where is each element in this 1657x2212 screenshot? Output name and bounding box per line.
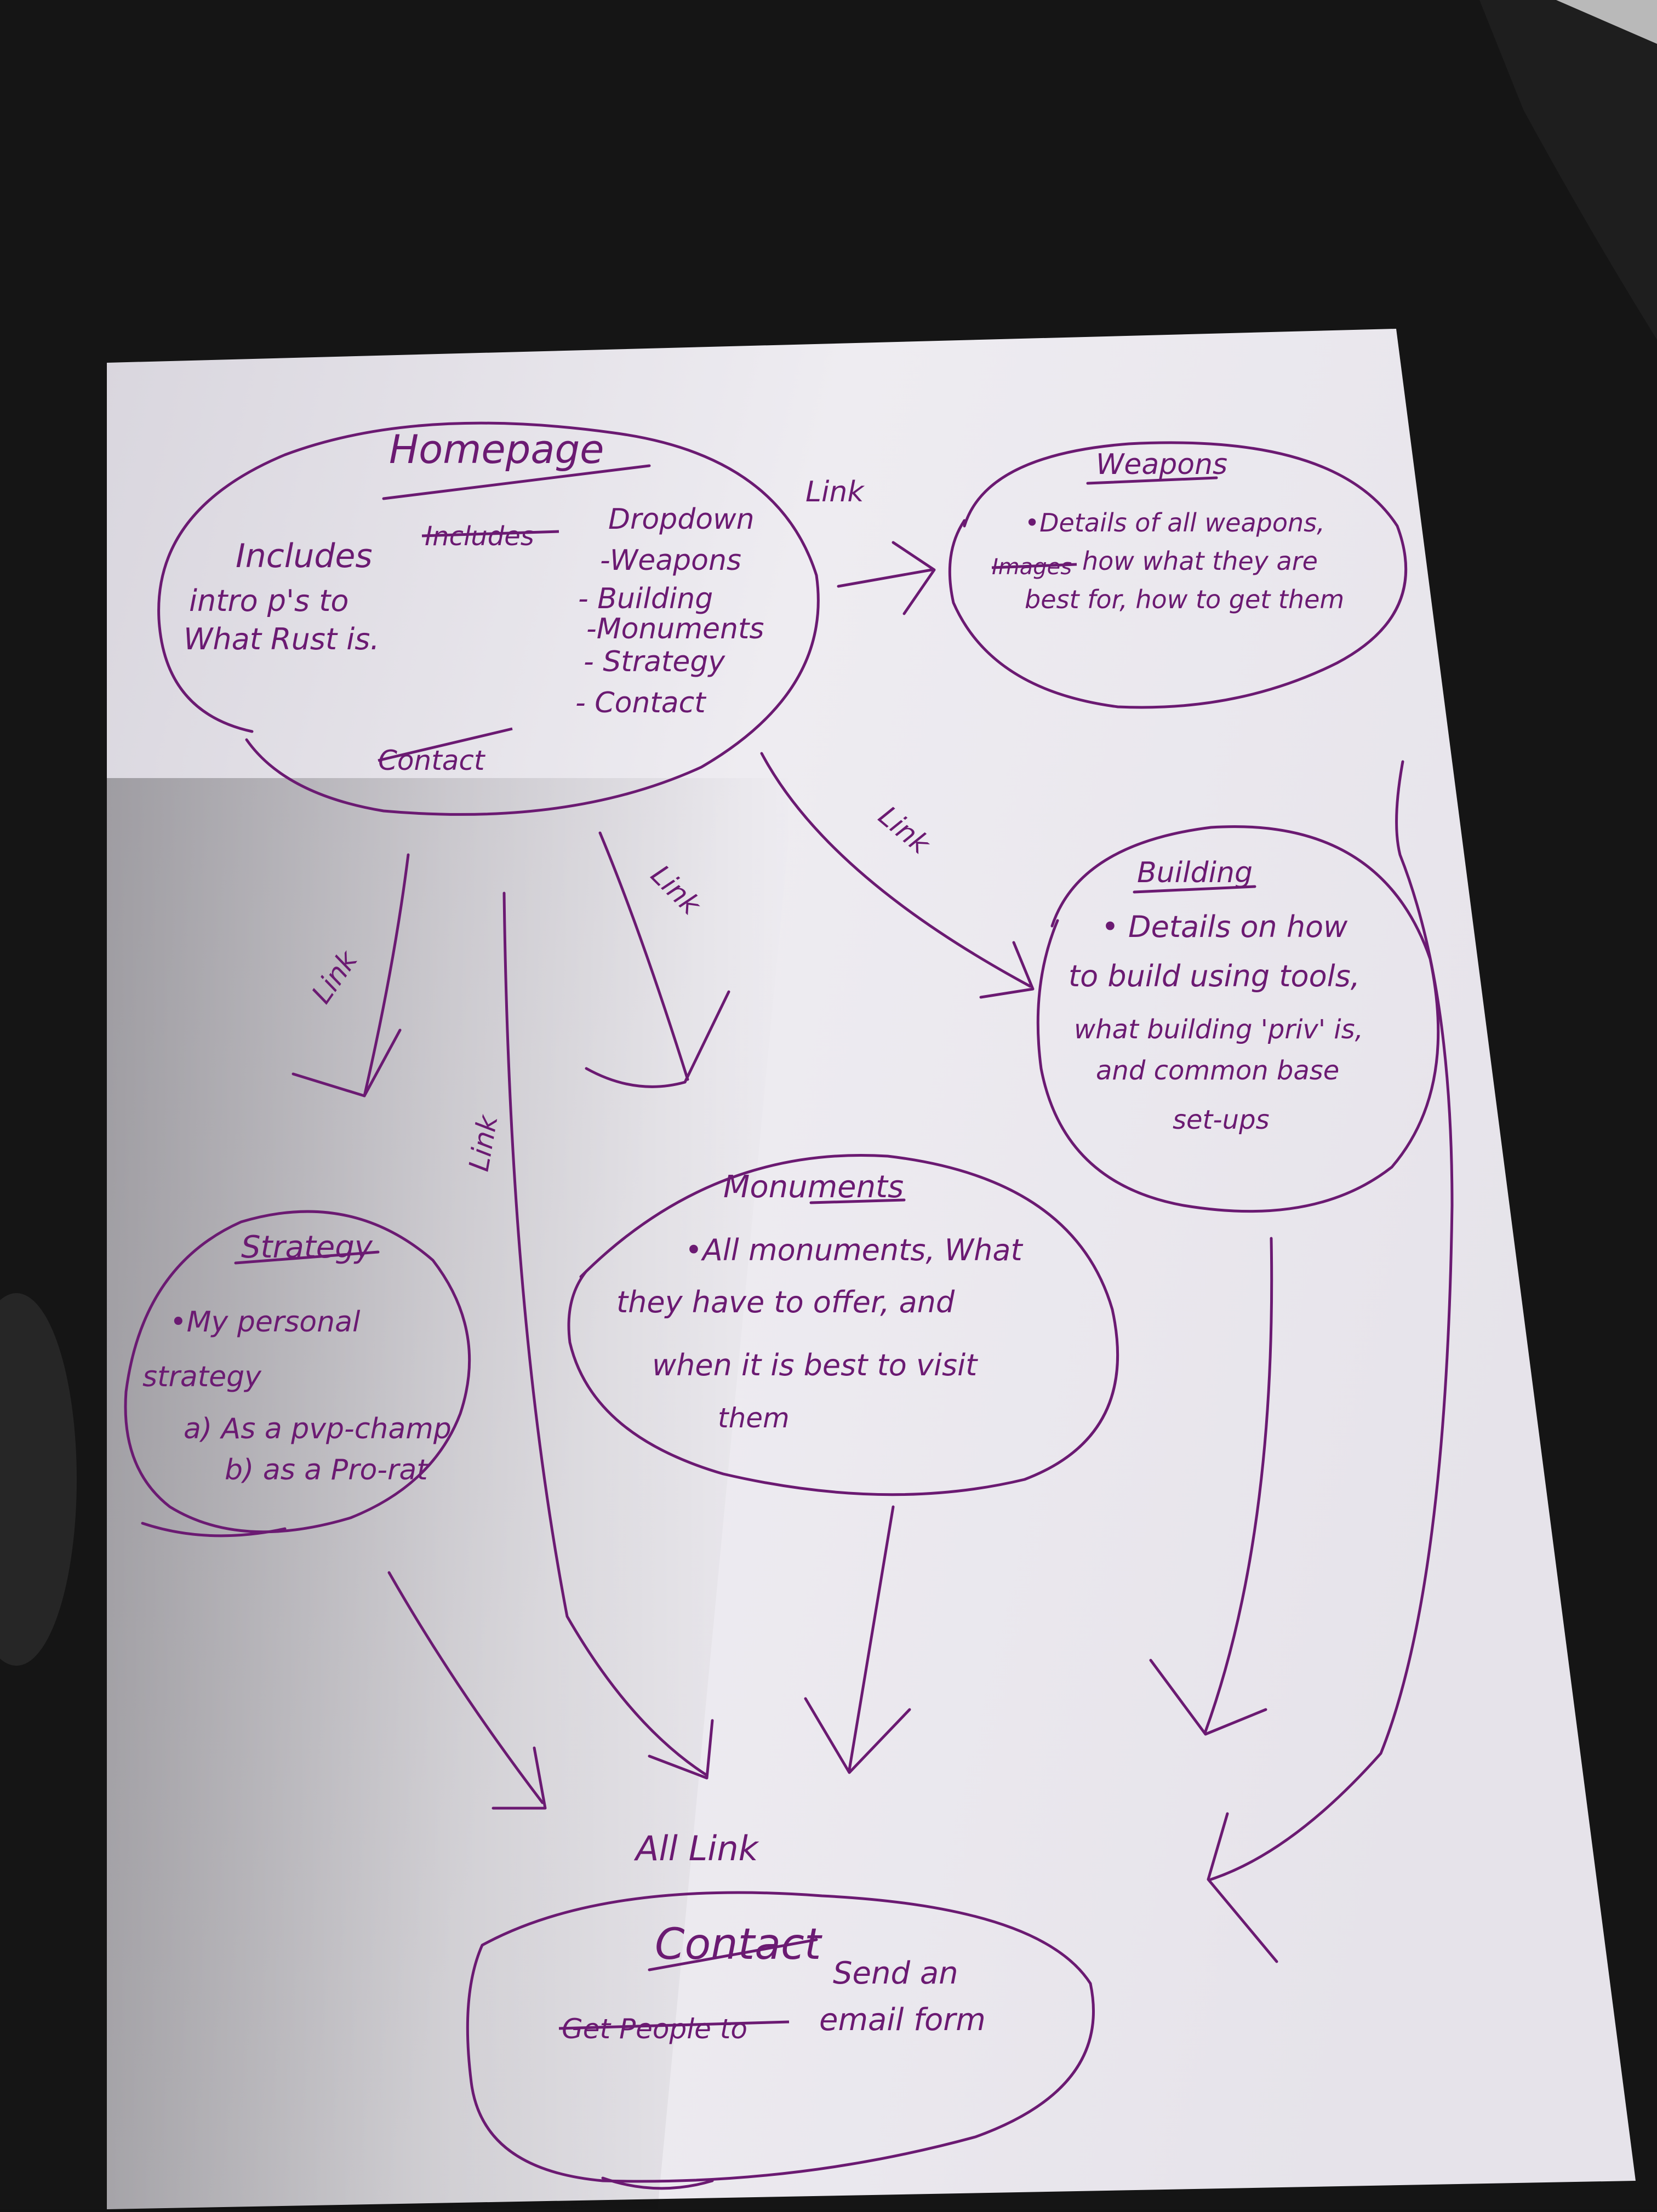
contact-strike-line xyxy=(378,727,513,762)
arrow-to-monuments xyxy=(598,831,689,1081)
arrowhead-weapons-contact xyxy=(1207,1812,1278,1963)
building-line-2: to build using tools, xyxy=(1069,959,1360,993)
arrow-weapons-contact xyxy=(1209,760,1454,1881)
contact-line-1: Send an xyxy=(833,1956,958,1991)
arrowhead-building-contact xyxy=(1149,1659,1267,1736)
building-line-5: set-ups xyxy=(1173,1105,1270,1135)
arrowhead-strategy xyxy=(292,1028,402,1098)
link-label-weapons: Link xyxy=(805,476,865,508)
arrow-to-weapons xyxy=(837,568,933,588)
building-line-1: • Details on how xyxy=(1101,910,1348,944)
monuments-outline xyxy=(567,1153,1119,1496)
contact-title: Contact xyxy=(655,1920,822,1969)
dropdown-item-weapons: -Weapons xyxy=(600,544,741,577)
building-line-3: what building 'priv' is, xyxy=(1074,1014,1363,1045)
arrow-to-building xyxy=(760,752,1032,988)
homepage-struck-contact: Contact xyxy=(378,745,486,776)
monuments-line-4: them xyxy=(718,1402,790,1434)
homepage-what-rust: What Rust is. xyxy=(184,622,380,656)
contact-underline xyxy=(648,1938,818,1971)
mat-edge xyxy=(1479,0,1657,340)
homepage-title: Homepage xyxy=(389,426,604,472)
arrowhead-weapons xyxy=(892,541,936,615)
building-underline xyxy=(1133,885,1256,894)
homepage-intro: intro p's to xyxy=(189,584,348,618)
connector-arrows: Link Link Link Link Link All Link xyxy=(292,476,1454,1963)
strategy-title: Strategy xyxy=(241,1230,373,1265)
weapons-line-3: best for, how to get them xyxy=(1025,585,1344,614)
arrow-strategy-contact xyxy=(387,1571,544,1804)
contact-strike-line xyxy=(558,2020,790,2030)
strategy-line-2: strategy xyxy=(142,1361,262,1393)
weapons-strike-line xyxy=(991,563,1077,569)
weapons-outline xyxy=(948,441,1408,709)
foil-corner xyxy=(1556,0,1657,44)
building-title: Building xyxy=(1137,856,1253,889)
weapons-title: Weapons xyxy=(1096,448,1227,481)
homepage-underline xyxy=(382,464,651,500)
strategy-outline xyxy=(124,1210,471,1534)
dropdown-title: Dropdown xyxy=(608,503,755,536)
arrow-to-contact xyxy=(502,891,708,1777)
arrowhead-strategy-contact xyxy=(492,1746,547,1810)
monuments-line-1: •All monuments, What xyxy=(685,1233,1023,1267)
weapons-line-1: •Details of all weapons, xyxy=(1025,508,1325,538)
phone-shadow xyxy=(107,778,795,2209)
homepage-strike-line xyxy=(421,530,559,538)
contact-struck-text: Get People to xyxy=(562,2013,747,2045)
arrow-to-strategy xyxy=(363,853,410,1098)
monuments-line-3: when it is best to visit xyxy=(652,1348,978,1382)
contact-outline xyxy=(466,1891,1095,2183)
contact-node: Contact Get People to Send an email form xyxy=(466,1891,1095,2190)
all-link-label: All Link xyxy=(633,1828,759,1868)
monuments-node: Monuments •All monuments, What they have… xyxy=(567,1153,1119,1496)
monuments-underline xyxy=(809,1198,906,1204)
monuments-line-2: they have to offer, and xyxy=(616,1285,955,1319)
building-line-4: and common base xyxy=(1096,1055,1339,1086)
strategy-line-3: a) As a pvp-champ xyxy=(184,1413,452,1445)
arrowhead-monuments-contact xyxy=(804,1697,911,1774)
arrow-monuments-contact xyxy=(848,1505,895,1771)
arrow-building-contact xyxy=(1204,1237,1273,1733)
strategy-underline xyxy=(234,1250,380,1265)
weapons-node: Weapons •Details of all weapons, Images … xyxy=(948,441,1408,709)
weapons-line-2: how what they are xyxy=(1082,546,1318,576)
homepage-includes: Includes xyxy=(236,537,373,575)
strategy-line-1: •My personal xyxy=(170,1306,361,1339)
dropdown-item-building: - Building xyxy=(578,582,713,615)
dropdown-item-monuments: -Monuments xyxy=(586,613,764,645)
monuments-title: Monuments xyxy=(723,1169,904,1205)
homepage-outline xyxy=(157,421,820,816)
strategy-line-4: b) as a Pro-rat xyxy=(225,1454,428,1487)
dropdown-item-contact: - Contact xyxy=(575,687,706,719)
building-outline xyxy=(1036,825,1440,1213)
contact-line-2: email form xyxy=(819,2002,986,2038)
mouse-object xyxy=(0,1293,77,1666)
contact-tail xyxy=(601,2176,714,2190)
strategy-tail xyxy=(141,1522,287,1537)
strategy-node: Strategy •My personal strategy a) As a p… xyxy=(124,1210,471,1537)
arrowhead-monuments xyxy=(585,990,730,1088)
dropdown-item-strategy: - Strategy xyxy=(584,645,725,678)
arrowhead-building xyxy=(979,941,1035,999)
building-node: Building • Details on how to build using… xyxy=(1036,825,1440,1213)
homepage-node: Homepage Includes intro p's to What Rust… xyxy=(157,421,820,816)
weapons-underline xyxy=(1086,476,1218,485)
arrowhead-contact xyxy=(648,1719,714,1780)
